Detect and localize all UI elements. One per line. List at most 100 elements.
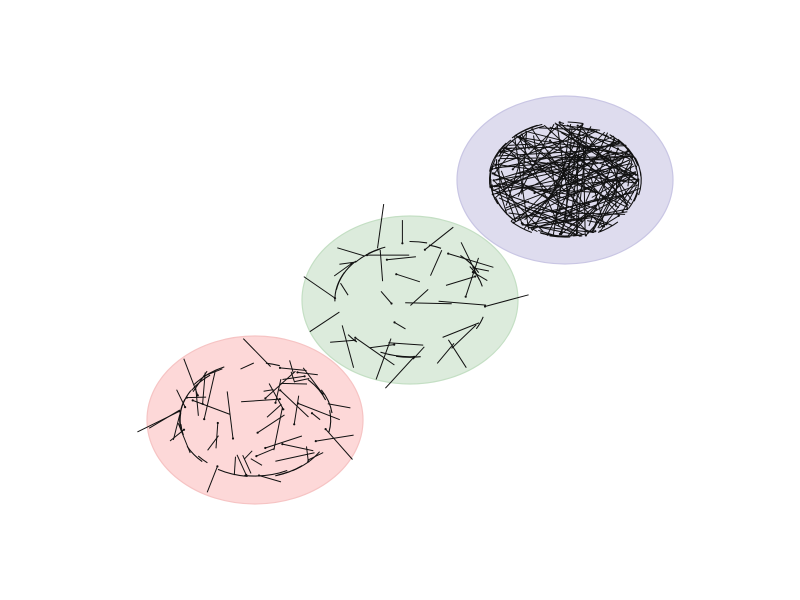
network-node	[401, 242, 404, 245]
network-node	[560, 231, 563, 235]
network-edge	[280, 382, 308, 385]
network-node	[353, 339, 357, 342]
network-edge	[538, 229, 560, 238]
network-edge	[460, 242, 480, 280]
layer-edges-middle	[303, 204, 529, 389]
network-edge	[546, 155, 586, 237]
network-node	[191, 399, 194, 402]
network-node	[314, 440, 317, 443]
network-node	[558, 121, 561, 124]
network-edge	[491, 143, 620, 170]
network-rim-edge	[334, 271, 345, 302]
network-edge	[203, 371, 216, 420]
network-node	[182, 428, 186, 431]
network-edge	[215, 422, 219, 449]
network-rim-edge	[549, 235, 571, 238]
network-node	[584, 154, 587, 158]
network-node	[264, 446, 267, 450]
network-edge	[436, 342, 455, 364]
network-node	[587, 203, 591, 206]
network-node	[255, 455, 258, 458]
network-layer-middle	[301, 204, 529, 389]
network-node	[595, 207, 598, 210]
network-edge	[333, 263, 352, 277]
network-node	[464, 295, 467, 298]
network-edge	[491, 185, 598, 193]
network-rim-edge	[347, 334, 358, 343]
network-edge	[599, 179, 640, 232]
network-edge	[306, 446, 309, 462]
network-edge	[325, 428, 353, 460]
network-node	[307, 460, 310, 463]
network-node	[607, 152, 610, 155]
network-edge	[380, 290, 392, 304]
network-edge	[388, 342, 424, 346]
network-node	[531, 128, 534, 131]
network-edge	[566, 171, 637, 195]
network-node	[576, 124, 579, 127]
network-node	[203, 418, 206, 421]
network-rim-edge	[275, 465, 303, 477]
network-edge	[598, 215, 619, 229]
network-node	[447, 252, 450, 255]
network-edge	[279, 389, 309, 418]
network-edge	[233, 456, 236, 476]
network-node	[321, 392, 324, 395]
network-rim-edge	[633, 192, 639, 202]
network-node	[365, 254, 369, 257]
network-edge	[591, 147, 629, 232]
network-rim-edge	[460, 255, 480, 274]
network-edge	[265, 370, 296, 399]
network-edge	[290, 371, 296, 383]
network-edge	[498, 188, 508, 215]
network-edge	[275, 452, 315, 462]
network-edge	[176, 389, 186, 408]
network-edge	[177, 423, 191, 454]
network-node	[490, 185, 493, 188]
network-edge	[521, 134, 530, 150]
network-node	[354, 336, 357, 339]
network-edge	[396, 273, 421, 283]
network-rim-edge	[638, 171, 642, 196]
network-edge	[569, 132, 624, 146]
network-edge	[394, 321, 406, 330]
network-edge	[242, 338, 271, 367]
network-node	[594, 230, 597, 233]
network-edge	[559, 130, 639, 182]
network-edge	[505, 159, 630, 209]
network-node	[520, 133, 523, 136]
network-rim-edge	[409, 240, 428, 244]
network-edge	[243, 450, 253, 460]
network-node	[257, 474, 261, 477]
network-node	[634, 173, 638, 176]
network-node	[278, 366, 282, 369]
network-edge	[202, 368, 223, 377]
network-node	[281, 443, 284, 446]
network-rim-edge	[244, 469, 288, 477]
network-edge	[442, 322, 480, 338]
network-node	[493, 172, 496, 175]
network-rim-edge	[510, 220, 532, 234]
network-rim-edge	[197, 455, 208, 464]
network-edge	[379, 249, 384, 282]
network-edge	[340, 282, 349, 296]
network-edge	[339, 261, 355, 265]
network-edge	[499, 150, 597, 194]
network-edge	[258, 475, 282, 483]
network-node	[201, 402, 204, 405]
network-edge	[195, 388, 199, 416]
layer-edges-lower	[137, 338, 354, 493]
network-edge	[315, 434, 354, 442]
network-edge	[498, 197, 581, 237]
network-edge	[186, 396, 207, 399]
network-edge	[172, 414, 181, 441]
network-edge	[556, 123, 568, 194]
network-rim-edge	[307, 379, 327, 401]
network-node	[333, 297, 337, 300]
network-rim-edge	[490, 178, 499, 205]
network-node	[184, 406, 187, 409]
network-edge	[551, 198, 599, 213]
network-node	[245, 473, 248, 476]
network-node	[413, 355, 416, 358]
